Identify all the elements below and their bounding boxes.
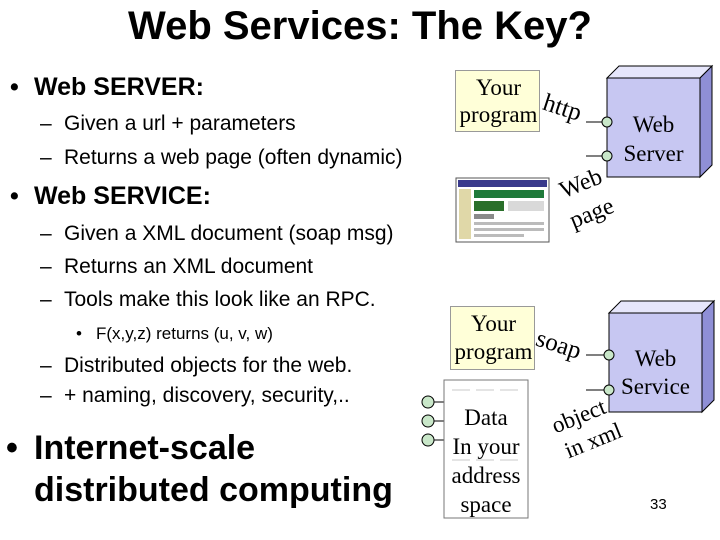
bullet-dot: • [10,182,19,210]
bullet-service-given: Given a XML document (soap msg) [64,222,394,245]
bullet-service-function: F(x,y,z) returns (u, v, w) [96,324,273,343]
dash: – [40,146,52,169]
data-box-label-4: space [460,492,512,517]
bullet-service-distributed: Distributed objects for the web. [64,354,353,377]
bullet-service-naming: + naming, discovery, security,.. [64,384,350,407]
top-program-box: Your program [455,70,540,132]
closing-line-2: distributed computing [34,471,393,509]
bullet-service-tools: Tools make this look like an RPC. [64,288,376,311]
data-box-label-1: Data [464,405,508,430]
dash: – [40,222,52,245]
dash: – [40,354,52,377]
slide-title: Web Services: The Key? [128,4,592,48]
web-page-thumbnail [455,177,550,243]
bottom-program-label-2: program [454,339,533,364]
data-box-texture [452,389,518,461]
closing-line-1: Internet-scale [34,429,256,467]
data-box [443,379,529,519]
bullet-web-service: Web SERVICE: [34,182,211,210]
service-ports [586,349,615,396]
top-program-label-1: Your [476,75,521,100]
dash: – [40,288,52,311]
bullet-server-url: Given a url + parameters [64,112,296,135]
server-ports [586,116,613,162]
bullet-dot: • [76,324,82,343]
bullet-dot: • [10,73,19,101]
web-service-label-1: Web [634,346,677,371]
data-box-label-3: address [451,463,521,488]
dash: – [40,112,52,135]
web-service-label-2: Service [621,374,690,399]
bullet-dot: • [6,429,18,467]
bullet-service-returns: Returns an XML document [64,255,314,278]
top-program-label-2: program [459,102,538,127]
dash: – [40,384,52,407]
bottom-program-box: Your program [450,306,535,370]
bullet-server-returns: Returns a web page (often dynamic) [64,146,403,169]
bottom-program-label-1: Your [471,311,516,336]
data-box-ports [421,395,444,447]
web-server-label-2: Server [623,141,684,166]
dash: – [40,255,52,278]
web-server-cube [605,64,714,179]
bullet-web-server: Web SERVER: [34,73,204,101]
web-server-label-1: Web [632,112,675,137]
slide-number: 33 [650,496,667,513]
data-box-label-2: In your [452,434,520,459]
web-service-cube [607,299,716,414]
